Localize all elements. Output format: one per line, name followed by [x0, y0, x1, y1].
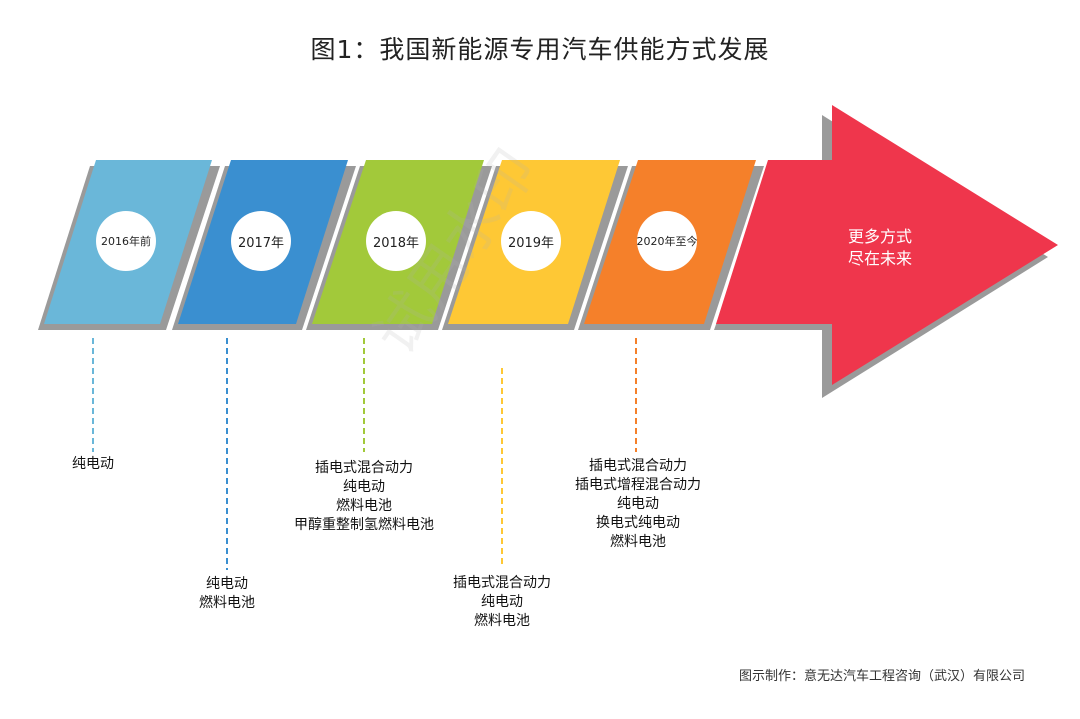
year-label-2019: 2019年	[507, 235, 555, 251]
arrow-line-2: 尽在未来	[847, 249, 912, 268]
desc-item: 插电式混合动力	[589, 458, 687, 474]
year-label-2017: 2017年	[237, 235, 285, 251]
page-title: 图1：我国新能源专用汽车供能方式发展	[310, 35, 770, 64]
desc-item: 插电式混合动力	[453, 575, 551, 591]
desc-item: 纯电动	[72, 456, 114, 472]
desc-item: 燃料电池	[610, 534, 666, 550]
desc-2019: 插电式混合动力 纯电动 燃料电池	[432, 574, 572, 631]
desc-item: 插电式混合动力	[315, 460, 413, 476]
desc-item: 燃料电池	[474, 613, 530, 629]
desc-item: 纯电动	[617, 496, 659, 512]
year-circle-2020	[637, 211, 697, 271]
future-arrow	[716, 105, 1058, 385]
desc-item: 纯电动	[206, 576, 248, 592]
desc-item: 甲醇重整制氢燃料电池	[294, 517, 434, 533]
year-label-2020: 2020年至今	[636, 235, 698, 248]
year-circle-2018	[366, 211, 426, 271]
arrow-line-1: 更多方式	[847, 227, 912, 246]
desc-item: 纯电动	[343, 479, 385, 495]
desc-2016: 纯电动	[43, 455, 143, 474]
credit-text: 图示制作：意无达汽车工程咨询（武汉）有限公司	[738, 669, 1025, 684]
desc-2020: 插电式混合动力 插电式增程混合动力 纯电动 换电式纯电动 燃料电池	[558, 457, 718, 552]
desc-item: 换电式纯电动	[596, 515, 680, 531]
desc-item: 燃料电池	[336, 498, 392, 514]
desc-2018: 插电式混合动力 纯电动 燃料电池 甲醇重整制氢燃料电池	[274, 459, 454, 535]
year-label-2016: 2016年前	[101, 235, 151, 248]
desc-item: 纯电动	[481, 594, 523, 610]
future-arrow-text: 更多方式 尽在未来	[820, 226, 940, 270]
year-circle-2019	[501, 211, 561, 271]
desc-item: 燃料电池	[199, 595, 255, 611]
year-label-2018: 2018年	[372, 235, 420, 251]
year-circle-2016	[96, 211, 156, 271]
desc-item: 插电式增程混合动力	[575, 477, 701, 493]
year-circle-2017	[231, 211, 291, 271]
desc-2017: 纯电动 燃料电池	[167, 575, 287, 613]
